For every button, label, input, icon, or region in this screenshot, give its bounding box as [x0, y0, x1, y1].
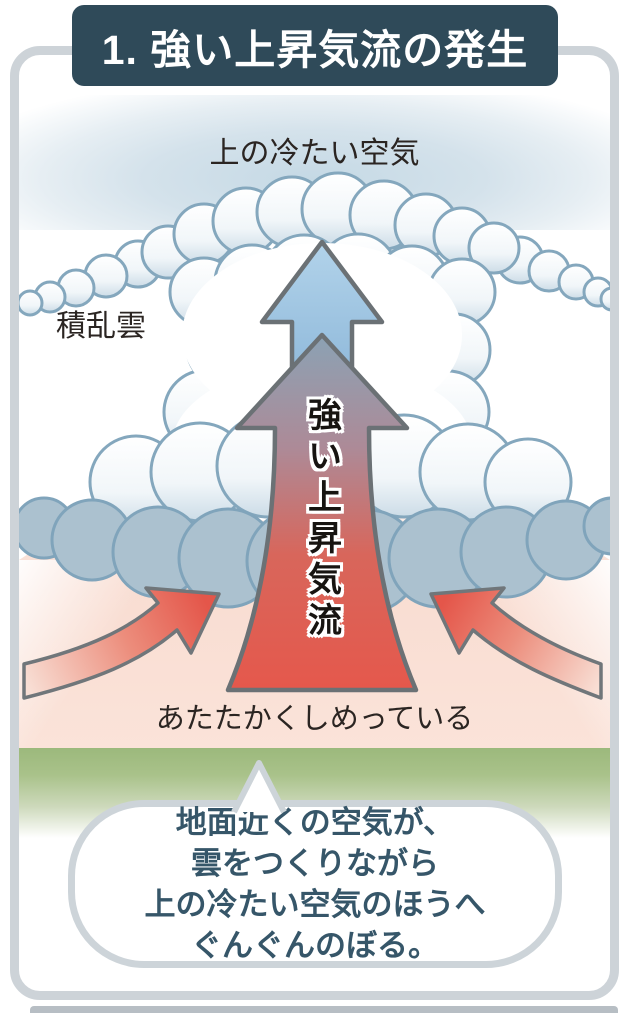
explanation-bubble: 地面近くの空気が、 雲をつくりながら 上の冷たい空気のほうへ ぐんぐんのぼる。: [68, 800, 562, 968]
main-updraft-arrow: [225, 332, 419, 693]
warm-humid-label: あたたかくしめっている: [155, 703, 474, 735]
section-title: 1. 強い上昇気流の発生: [101, 26, 529, 73]
bubble-line-1: 地面近くの空気が、: [175, 805, 455, 840]
bubble-line-4: ぐんぐんのぼる。: [191, 928, 439, 963]
diagram-card: 上の冷たい空気 積乱雲 強い上昇気流 あたたかくしめっている 地面近くの空気が、…: [10, 46, 619, 1000]
cumulonimbus-label: 積乱雲: [56, 310, 146, 343]
updraft-arrows-illustration: [22, 239, 603, 700]
strong-updraft-label: 強い上昇気流: [302, 397, 341, 643]
left-inflow-arrow: [22, 586, 221, 700]
cold-air-label: 上の冷たい空気: [209, 137, 420, 170]
section-header: 1. 強い上昇気流の発生: [72, 5, 558, 86]
bubble-line-3: 上の冷たい空気のほうへ: [144, 887, 486, 922]
next-section-edge: [30, 1006, 618, 1013]
bubble-line-2: 雲をつくりながら: [191, 846, 439, 881]
right-inflow-arrow: [429, 586, 603, 700]
bubble-tail: [231, 760, 287, 814]
